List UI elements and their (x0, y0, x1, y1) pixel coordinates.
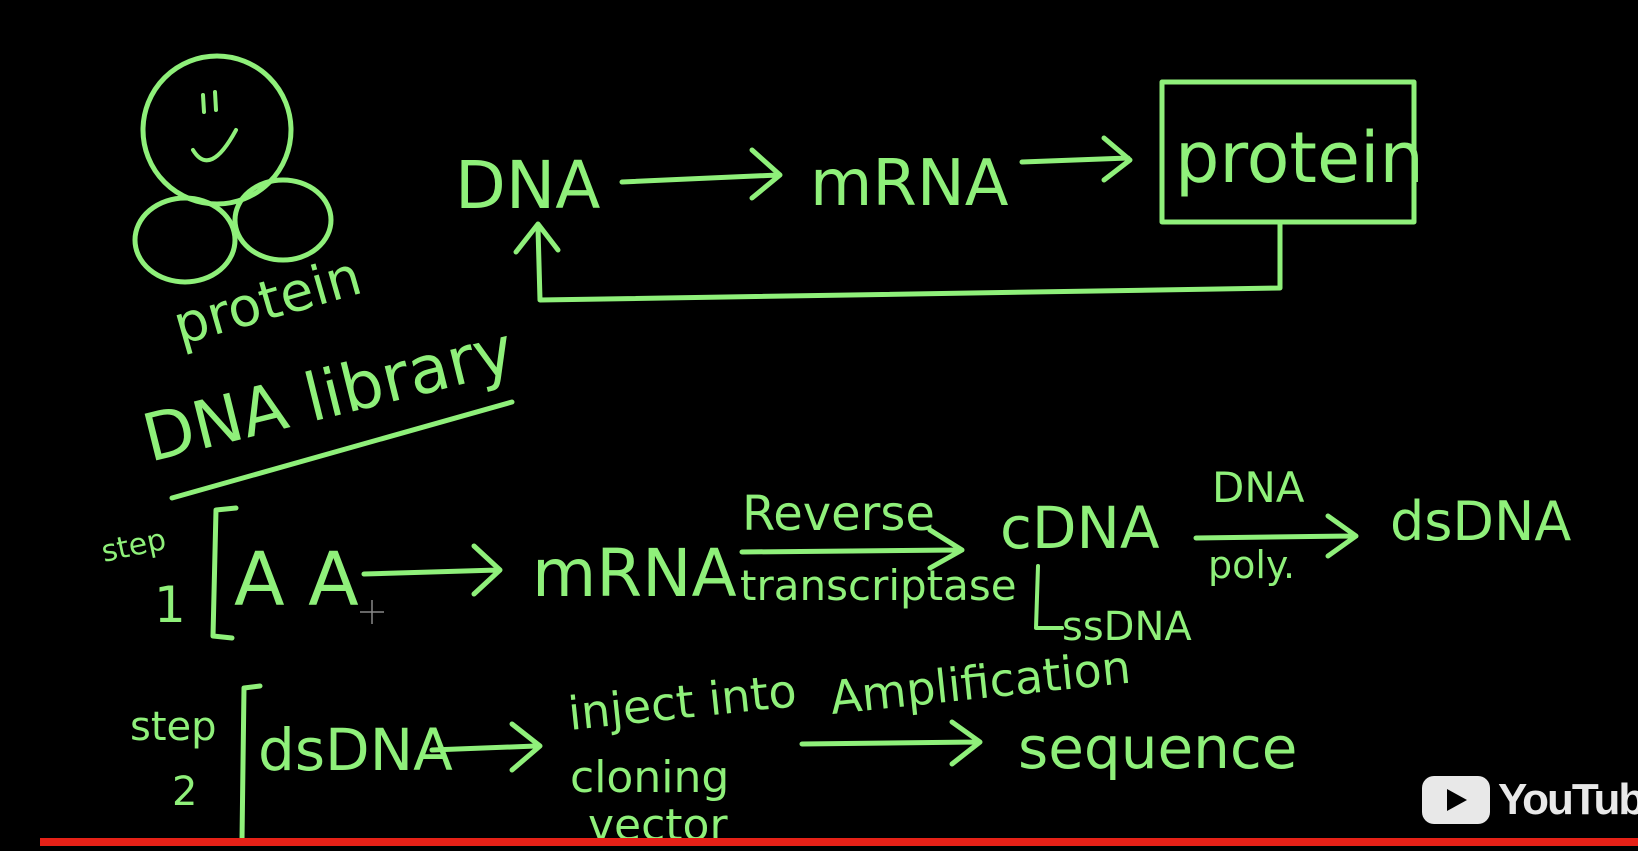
arrow-polymerase (1193, 513, 1359, 559)
step2-dsdna: dsDNA (258, 716, 453, 784)
heading-underline (169, 399, 515, 501)
step2-inject-line2: cloning (570, 752, 729, 803)
video-progress-fill (40, 838, 1638, 846)
arrow-reverse-transcriptase (739, 527, 965, 571)
step1-enzyme-bottom: transcriptase (740, 561, 1017, 610)
step1-ssdna: ssDNA (1062, 604, 1192, 650)
step1-polymerase-top: DNA (1212, 463, 1305, 512)
step1-polymerase-bottom: poly. (1208, 543, 1295, 587)
top-mrna: mRNA (810, 147, 1009, 221)
icon-label: protein (166, 244, 368, 357)
step2-sequence: sequence (1018, 714, 1298, 782)
step1-cdna: cDNA (1000, 494, 1160, 562)
arrow-dsdna-to-inject (429, 721, 543, 773)
youtube-wordmark: YouTube (1498, 775, 1638, 824)
step1-label-word: step (98, 522, 169, 570)
step1-dsdna: dsDNA (1390, 490, 1571, 553)
step2-bracket (239, 683, 263, 843)
arrow-dna-to-mrna (619, 147, 783, 201)
step2-label-num: 2 (172, 769, 197, 815)
step2-amplification: Amplification (828, 640, 1134, 725)
cursor-crosshair-icon (360, 600, 384, 624)
ssdna-branch (1034, 564, 1064, 630)
arrow-amplification (799, 719, 983, 767)
step1-mrna: mRNA (532, 535, 737, 612)
top-dna: DNA (455, 147, 600, 224)
step1-bracket (210, 505, 239, 641)
arrow-aa-to-mrna (361, 543, 503, 597)
arrow-mrna-to-protein (1019, 135, 1133, 183)
feedback-arrow (513, 219, 1283, 303)
youtube-play-icon (1422, 776, 1490, 824)
protein-box (1159, 79, 1417, 225)
protein-smiley-icon (132, 53, 334, 285)
top-protein: protein (1175, 117, 1424, 199)
step1-aa: A A (234, 537, 359, 623)
play-triangle-icon (1447, 789, 1467, 811)
video-progress-bar[interactable] (40, 838, 1638, 846)
step2-inject-line1: inject into (566, 663, 799, 741)
youtube-watermark[interactable]: YouTube (1422, 772, 1638, 828)
step1-enzyme-top: Reverse (742, 486, 935, 542)
step1-label-num: 1 (154, 576, 186, 634)
step2-label-word: step (130, 704, 217, 750)
